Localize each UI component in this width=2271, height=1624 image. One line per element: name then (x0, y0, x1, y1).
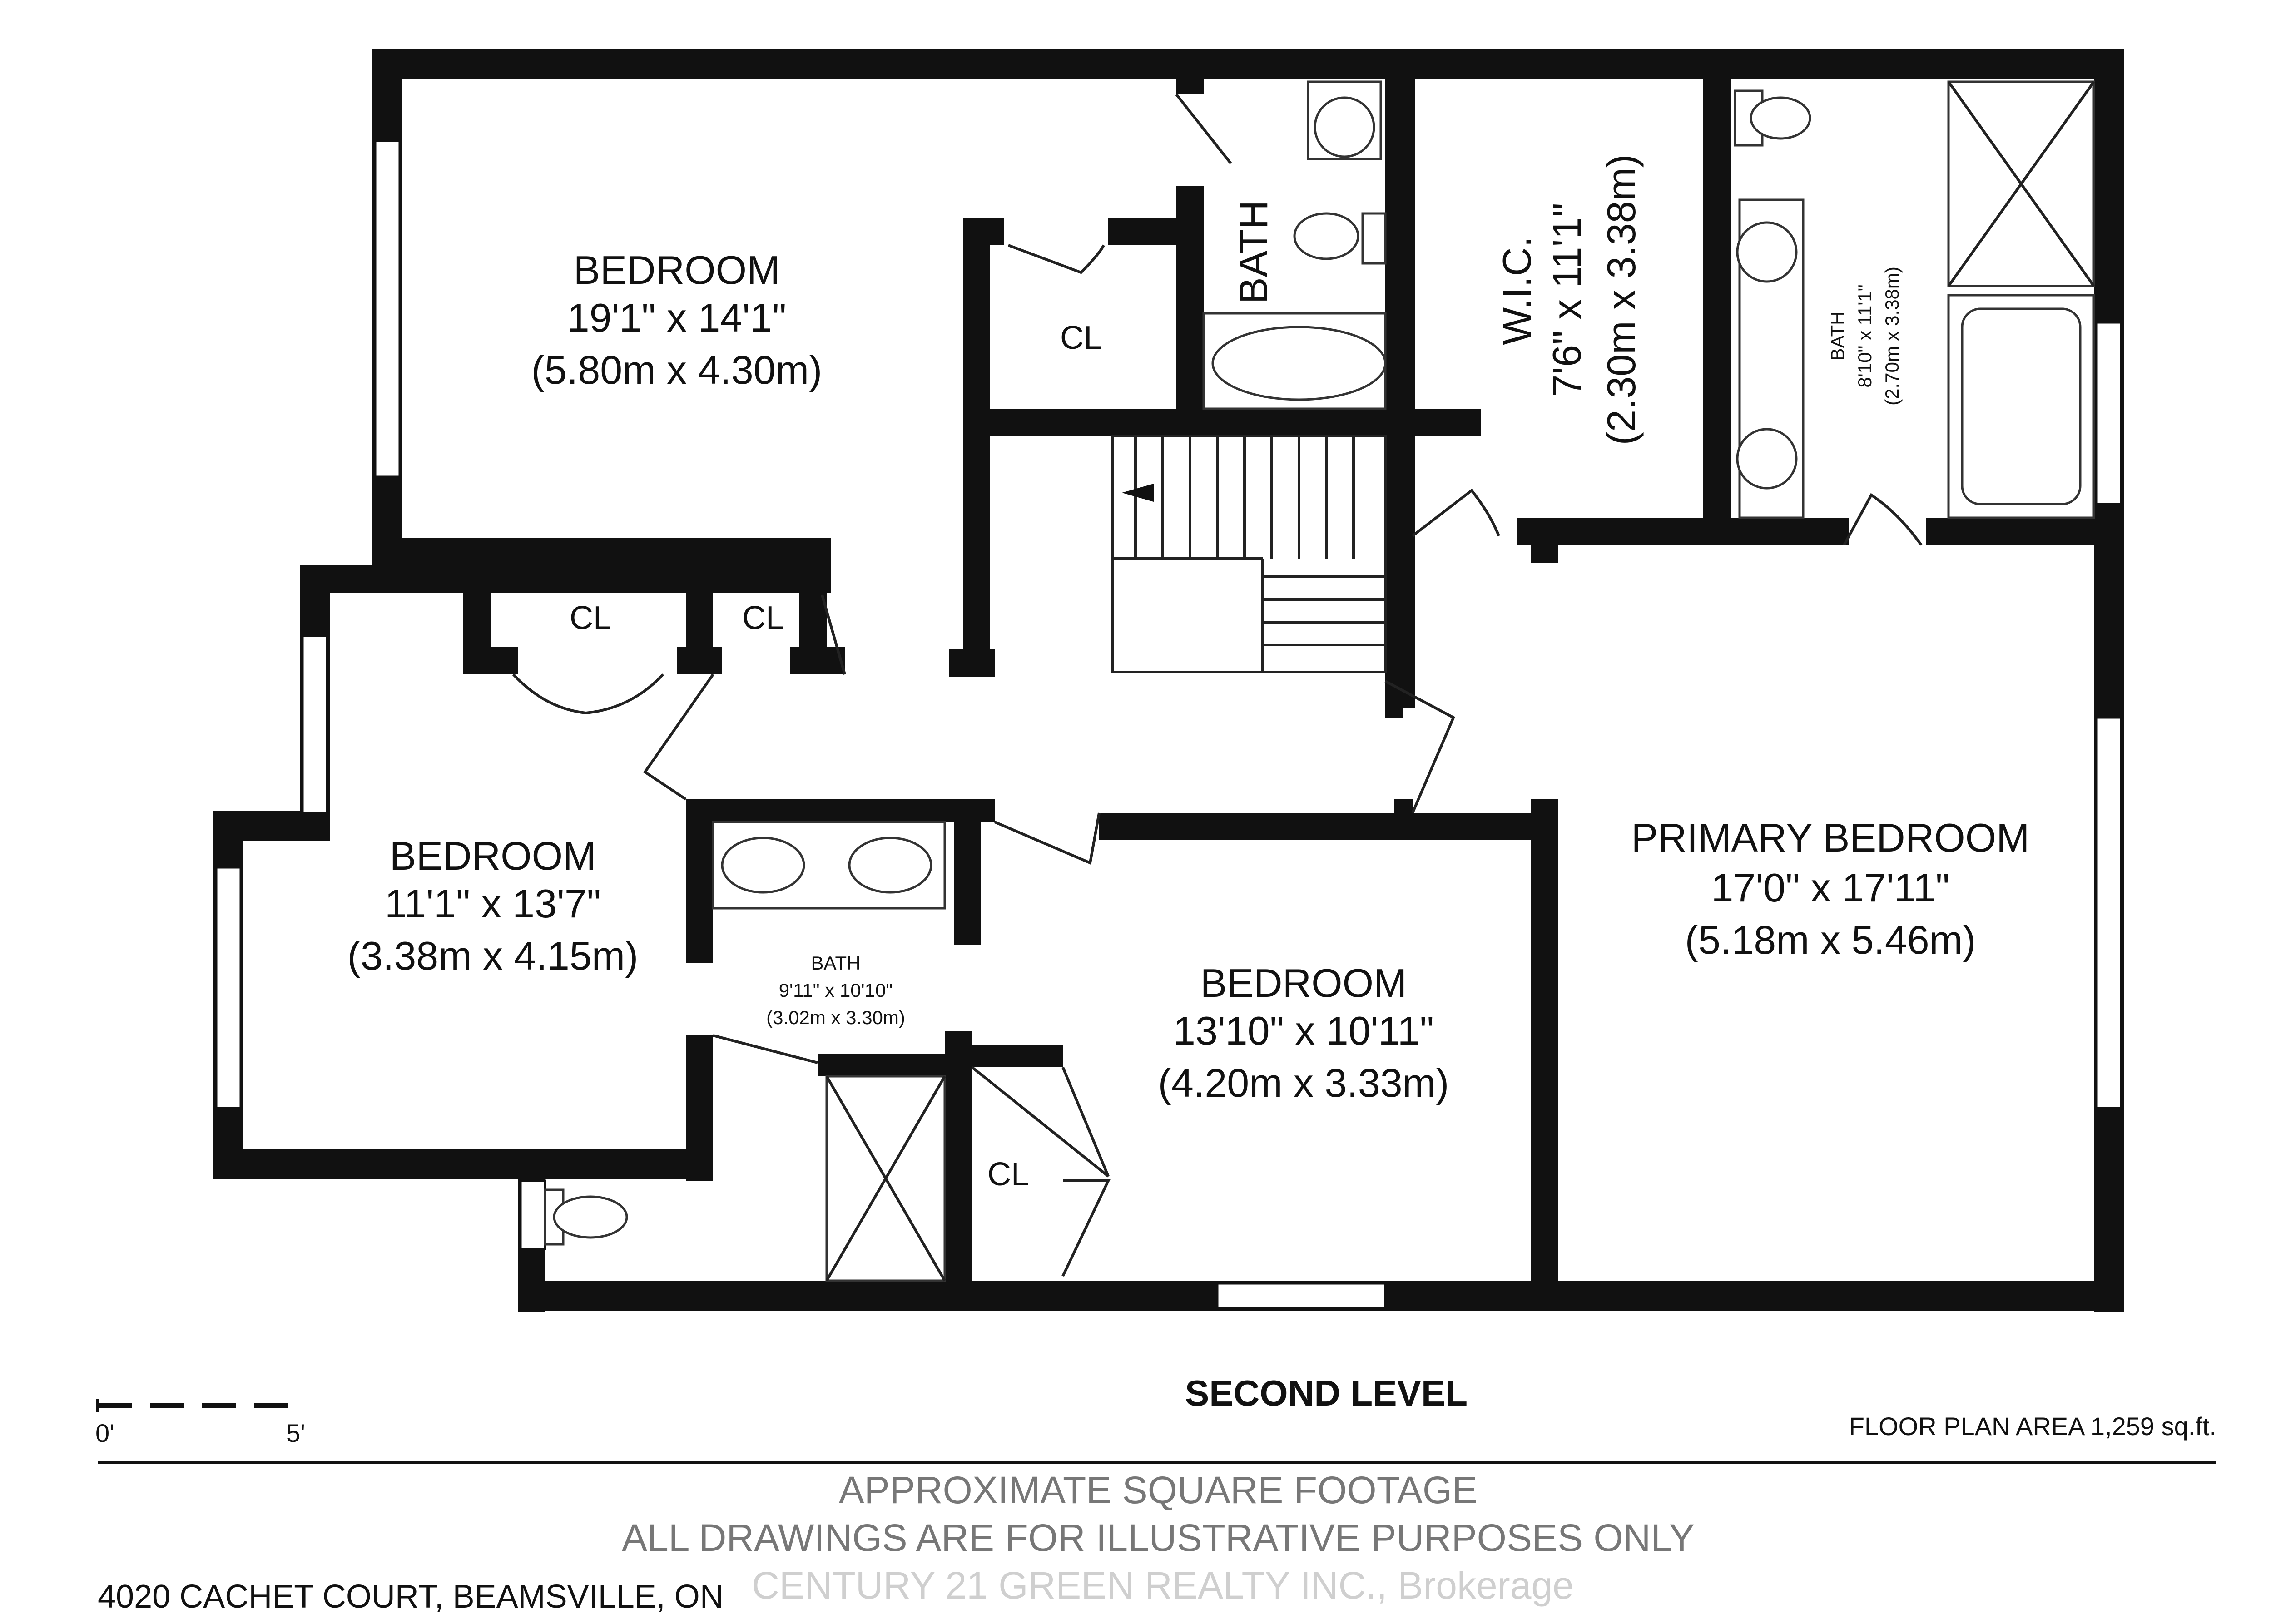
windows (215, 139, 2122, 1309)
scale-end-label: 5' (286, 1419, 305, 1447)
room-bedroom-top: BEDROOM 19'1" x 14'1" (5.80m x 4.30m) (531, 248, 823, 392)
scale-start-label: 0' (95, 1419, 114, 1447)
disclaimer-line-2: ALL DRAWINGS ARE FOR ILLUSTRATIVE PURPOS… (622, 1516, 1695, 1559)
scale-bar: 0' 5' (95, 1399, 305, 1447)
brokerage-watermark: CENTURY 21 GREEN REALTY INC., Brokerage (752, 1564, 1574, 1607)
staircase (1111, 435, 1387, 673)
room-dimensions-imperial: 8'10" x 11'1" (1854, 284, 1875, 387)
room-dimensions-imperial: 17'0" x 17'11" (1711, 865, 1949, 910)
room-name: W.I.C. (1494, 236, 1539, 345)
room-dimensions-imperial: 9'11" x 10'10" (779, 980, 893, 1001)
room-name: BATH (1827, 312, 1848, 361)
room-ensuite: BATH 8'10" x 11'1" (2.70m x 3.38m) (1827, 267, 1903, 406)
room-dimensions-metric: (2.30m x 3.38m) (1599, 154, 1644, 446)
room-name: CL (987, 1156, 1029, 1193)
door-swings (512, 94, 1923, 1277)
room-closet-mid: CL (987, 1156, 1029, 1193)
level-title: SECOND LEVEL (1185, 1373, 1468, 1413)
room-dimensions-imperial: 13'10" x 10'11" (1173, 1008, 1434, 1053)
room-bath-top: BATH (1231, 200, 1276, 304)
room-closet-left-2: CL (742, 600, 784, 636)
room-dimensions-metric: (3.02m x 3.30m) (766, 1007, 905, 1028)
room-dimensions-imperial: 7'6" x 11'1" (1544, 203, 1589, 396)
room-dimensions-metric: (5.80m x 4.30m) (531, 347, 823, 392)
floor-plan-area: FLOOR PLAN AREA 1,259 sq.ft. (1849, 1412, 2216, 1441)
room-wic: W.I.C. 7'6" x 11'1" (2.30m x 3.38m) (1494, 154, 1644, 446)
room-bedroom-left: BEDROOM 11'1" x 13'7" (3.38m x 4.15m) (347, 833, 639, 978)
room-dimensions-metric: (3.38m x 4.15m) (347, 933, 639, 978)
room-dimensions-imperial: 11'1" x 13'7" (385, 881, 601, 926)
room-name: CL (742, 600, 784, 636)
room-name: CL (1060, 320, 1102, 356)
room-name: CL (570, 600, 611, 636)
room-name: BATH (1231, 200, 1276, 304)
room-name: PRIMARY BEDROOM (1631, 815, 2030, 860)
room-dimensions-metric: (4.20m x 3.33m) (1158, 1060, 1449, 1105)
room-bath-mid: BATH 9'11" x 10'10" (3.02m x 3.30m) (766, 952, 905, 1028)
fixtures (544, 80, 2095, 1282)
room-name: BEDROOM (1200, 961, 1407, 1005)
room-name: BATH (811, 952, 861, 974)
room-name: BEDROOM (390, 833, 596, 878)
room-dimensions-metric: (5.18m x 5.46m) (1685, 917, 1976, 962)
disclaimer-line-1: APPROXIMATE SQUARE FOOTAGE (839, 1469, 1478, 1511)
property-address: 4020 CACHET COURT, BEAMSVILLE, ON (98, 1579, 724, 1615)
room-dimensions-imperial: 19'1" x 14'1" (567, 295, 787, 340)
room-closet-left-1: CL (570, 600, 611, 636)
room-primary-bedroom: PRIMARY BEDROOM 17'0" x 17'11" (5.18m x … (1631, 815, 2030, 962)
room-bedroom-mid: BEDROOM 13'10" x 10'11" (4.20m x 3.33m) (1158, 961, 1449, 1105)
walls (213, 49, 2124, 1312)
room-closet-top: CL (1060, 320, 1102, 356)
room-name: BEDROOM (574, 248, 780, 292)
room-dimensions-metric: (2.70m x 3.38m) (1881, 267, 1903, 406)
